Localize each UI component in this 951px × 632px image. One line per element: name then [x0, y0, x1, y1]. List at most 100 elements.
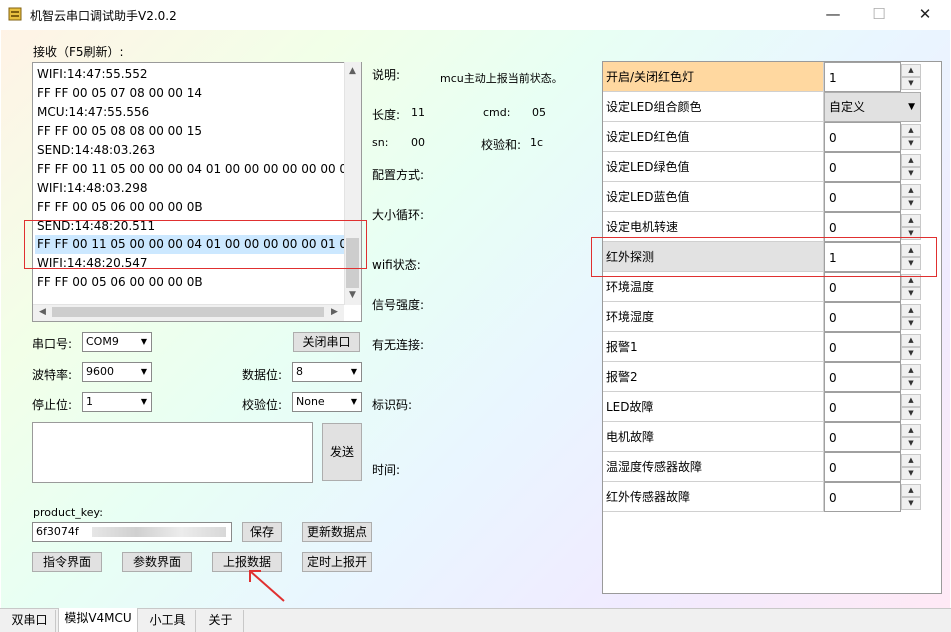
- spin-up-icon[interactable]: ▲: [901, 64, 921, 77]
- spinner[interactable]: ▲▼: [901, 364, 921, 390]
- tab-dual-serial[interactable]: 双串口: [4, 610, 56, 632]
- datapoint-value-input[interactable]: 0: [824, 182, 901, 212]
- datapoint-value-input[interactable]: 0: [824, 422, 901, 452]
- length-label: 长度:: [372, 108, 401, 122]
- parity-select[interactable]: None▼: [292, 392, 362, 412]
- spin-up-icon[interactable]: ▲: [901, 334, 921, 347]
- app-icon: [8, 7, 22, 21]
- spinner[interactable]: ▲▼: [901, 484, 921, 510]
- receive-textbox[interactable]: WIFI:14:47:55.552 FF FF 00 05 07 08 00 0…: [32, 62, 362, 322]
- scroll-left-icon[interactable]: ◀: [39, 307, 46, 317]
- highlight-box-receive: [24, 220, 367, 269]
- spin-down-icon[interactable]: ▼: [901, 437, 921, 450]
- minimize-button[interactable]: —: [825, 5, 841, 23]
- spinner[interactable]: ▲▼: [901, 454, 921, 480]
- scroll-down-icon[interactable]: ▼: [349, 290, 356, 300]
- spin-up-icon[interactable]: ▲: [901, 244, 921, 257]
- receive-line: MCU:14:47:55.556: [37, 105, 150, 119]
- tab-about[interactable]: 关于: [198, 610, 244, 632]
- spinner[interactable]: ▲▼: [901, 304, 921, 330]
- color-combo-select[interactable]: 自定义▼: [824, 92, 921, 122]
- sn-value: 00: [411, 136, 425, 149]
- tab-tools[interactable]: 小工具: [140, 610, 196, 632]
- param-view-button[interactable]: 参数界面: [122, 552, 192, 572]
- maximize-button[interactable]: ☐: [872, 5, 886, 23]
- spinner[interactable]: ▲▼: [901, 154, 921, 180]
- spin-up-icon[interactable]: ▲: [901, 364, 921, 377]
- datapoint-value-input[interactable]: 0: [824, 452, 901, 482]
- close-port-button[interactable]: 关闭串口: [293, 332, 360, 352]
- receive-line: FF FF 00 05 06 00 00 00 0B: [37, 200, 203, 214]
- tab-simulate-v4mcu[interactable]: 模拟V4MCU: [58, 608, 138, 632]
- spin-up-icon[interactable]: ▲: [901, 154, 921, 167]
- spin-up-icon[interactable]: ▲: [901, 214, 921, 227]
- stopbits-select[interactable]: 1▼: [82, 392, 152, 412]
- spin-down-icon[interactable]: ▼: [901, 287, 921, 300]
- spinner[interactable]: ▲▼: [901, 64, 921, 90]
- datapoint-value-input[interactable]: 0: [824, 272, 901, 302]
- spin-down-icon[interactable]: ▼: [901, 317, 921, 330]
- spin-up-icon[interactable]: ▲: [901, 484, 921, 497]
- databits-select[interactable]: 8▼: [292, 362, 362, 382]
- spin-down-icon[interactable]: ▼: [901, 257, 921, 270]
- spin-down-icon[interactable]: ▼: [901, 467, 921, 480]
- spin-up-icon[interactable]: ▲: [901, 274, 921, 287]
- spin-down-icon[interactable]: ▼: [901, 377, 921, 390]
- stopbits-label: 停止位:: [32, 398, 73, 412]
- chevron-down-icon: ▼: [350, 397, 357, 406]
- spin-up-icon[interactable]: ▲: [901, 394, 921, 407]
- spin-down-icon[interactable]: ▼: [901, 407, 921, 420]
- report-data-button[interactable]: 上报数据: [212, 552, 282, 572]
- spin-up-icon[interactable]: ▲: [901, 184, 921, 197]
- close-button[interactable]: ✕: [918, 5, 932, 23]
- datapoint-value-input[interactable]: 1: [824, 62, 901, 92]
- spinner[interactable]: ▲▼: [901, 124, 921, 150]
- spinner[interactable]: ▲▼: [901, 334, 921, 360]
- vertical-scroll-thumb[interactable]: [346, 238, 359, 288]
- datapoint-value-input[interactable]: 0: [824, 152, 901, 182]
- send-button[interactable]: 发送: [322, 423, 362, 481]
- datapoint-value-input[interactable]: 0: [824, 122, 901, 152]
- receive-line: WIFI:14:48:03.298: [37, 181, 148, 195]
- spin-down-icon[interactable]: ▼: [901, 497, 921, 510]
- spin-down-icon[interactable]: ▼: [901, 137, 921, 150]
- connection-label: 有无连接:: [372, 338, 425, 352]
- spinner[interactable]: ▲▼: [901, 424, 921, 450]
- update-datapoints-button[interactable]: 更新数据点: [302, 522, 372, 542]
- spinner[interactable]: ▲▼: [901, 244, 921, 270]
- datapoint-value-input[interactable]: 0: [824, 302, 901, 332]
- time-label: 时间:: [372, 463, 401, 477]
- save-button[interactable]: 保存: [242, 522, 282, 542]
- spin-up-icon[interactable]: ▲: [901, 304, 921, 317]
- datapoint-value-input[interactable]: 0: [824, 332, 901, 362]
- datapoint-value-input[interactable]: 0: [824, 362, 901, 392]
- datapoint-name: 温湿度传感器故障: [603, 452, 824, 482]
- receive-line-selected: FF FF 00 11 05 00 00 00 04 01 00 00 00 0…: [35, 235, 361, 254]
- scroll-right-icon[interactable]: ▶: [331, 307, 338, 317]
- spinner[interactable]: ▲▼: [901, 184, 921, 210]
- spinner[interactable]: ▲▼: [901, 214, 921, 240]
- timer-report-button[interactable]: 定时上报开: [302, 552, 372, 572]
- spin-down-icon[interactable]: ▼: [901, 197, 921, 210]
- scroll-up-icon[interactable]: ▲: [349, 66, 356, 76]
- horizontal-scroll-thumb[interactable]: [52, 307, 324, 317]
- spin-down-icon[interactable]: ▼: [901, 227, 921, 240]
- datapoint-value-input[interactable]: 1: [824, 242, 901, 272]
- datapoint-value-input[interactable]: 0: [824, 392, 901, 422]
- spin-down-icon[interactable]: ▼: [901, 77, 921, 90]
- spinner[interactable]: ▲▼: [901, 274, 921, 300]
- spin-down-icon[interactable]: ▼: [901, 167, 921, 180]
- send-textarea[interactable]: [32, 422, 313, 483]
- baud-select[interactable]: 9600▼: [82, 362, 152, 382]
- command-view-button[interactable]: 指令界面: [32, 552, 102, 572]
- datapoint-value-input[interactable]: 0: [824, 482, 901, 512]
- port-select[interactable]: COM9▼: [82, 332, 152, 352]
- spin-up-icon[interactable]: ▲: [901, 124, 921, 137]
- spinner[interactable]: ▲▼: [901, 394, 921, 420]
- spin-down-icon[interactable]: ▼: [901, 347, 921, 360]
- spin-up-icon[interactable]: ▲: [901, 424, 921, 437]
- spin-up-icon[interactable]: ▲: [901, 454, 921, 467]
